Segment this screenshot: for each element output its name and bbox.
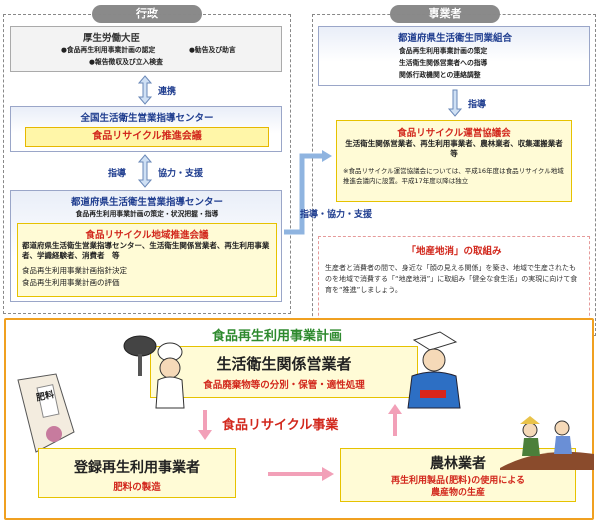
guidance-label: 指導 bbox=[108, 169, 127, 179]
regional-item2: 食品再生利用事業計画の評価 bbox=[22, 278, 120, 287]
council-note: ※食品リサイクル運営協議会については、平成16年度は食品リサイクル地域推進会議内… bbox=[343, 167, 564, 185]
plan-title: 食品再生利用事業計画 bbox=[212, 329, 343, 344]
registered-box: 登録再生利用事業者 肥料の製造 bbox=[38, 448, 236, 498]
connector-arrow bbox=[284, 150, 332, 235]
regional-members: 都道府県生活衛生営業指導センター、生活衛生関係営業者、再生利用事業者、学識経験者… bbox=[22, 241, 270, 260]
to-farmer-arrow bbox=[268, 467, 334, 481]
union-box: 都道府県生活衛生同業組合 食品再生利用事業計画の策定 生活衛生関係営業者への指導… bbox=[318, 26, 590, 86]
link-label: 連携 bbox=[158, 87, 177, 97]
admin-area bbox=[3, 14, 291, 314]
farmer-sub2: 農産物の生産 bbox=[430, 488, 485, 498]
mhlw-title: 厚生労働大臣 bbox=[83, 33, 141, 44]
union-guidance-label: 指導 bbox=[468, 100, 487, 110]
regional-item1: 食品再生利用事業計画指針決定 bbox=[22, 266, 127, 275]
council-title: 食品リサイクル運営協議会 bbox=[397, 128, 511, 139]
support-label: 指導・協力・支援 bbox=[300, 210, 373, 220]
coop-label: 協力・支援 bbox=[158, 169, 204, 179]
council-members: 生活衛生関係営業者、再生利用事業者、農林業者、収集運搬業者 等 bbox=[345, 139, 571, 158]
local-box: 「地産地消」の取組み 生産者と消費者の間で、身近な「顔の見える関係」を築き、地域… bbox=[318, 236, 590, 326]
operator-title: 生活衛生関係営業者 bbox=[216, 355, 352, 373]
farmer-box: 農林業者 再生利用製品(肥料)の使用による 農産物の生産 bbox=[340, 448, 576, 502]
fertilizer-bag-illustration bbox=[17, 373, 75, 453]
national-meeting: 食品リサイクル推進会議 bbox=[25, 127, 269, 147]
union-guidance-arrow bbox=[447, 89, 463, 117]
farmer-sub1: 再生利用製品(肥料)の使用による bbox=[391, 476, 525, 486]
union-line2: 生活衛生関係営業者への指導 bbox=[399, 59, 488, 67]
prefectural-subtitle: 食品再生利用事業計画の策定・状況把握・指導 bbox=[75, 210, 219, 218]
national-center-box: 全国生活衛生営業指導センター 食品リサイクル推進会議 bbox=[10, 106, 282, 152]
regional-meeting-box: 食品リサイクル地域推進会議 都道府県生活衛生営業指導センター、生活衛生関係営業者… bbox=[17, 223, 277, 297]
union-line1: 食品再生利用事業計画の策定 bbox=[399, 47, 488, 55]
local-text: 生産者と消費者の間で、身近な「顔の見える関係」を築き、地域で生産されたものを地域… bbox=[325, 264, 578, 294]
union-line3: 関係行政機関との連絡調整 bbox=[399, 71, 481, 79]
recycle-down-arrow bbox=[198, 410, 212, 440]
mhlw-line1b: ●勧告及び助言 bbox=[189, 46, 236, 54]
mhlw-line2: ●報告徴収及び立入検査 bbox=[89, 58, 163, 66]
mhlw-line1a: ●食品再生利用事業計画の認定 bbox=[61, 46, 156, 54]
recycle-label: 食品リサイクル事業 bbox=[222, 418, 339, 433]
sushi-chef-illustration bbox=[407, 331, 461, 409]
operator-box: 生活衛生関係営業者 食品廃棄物等の分別・保管・適性処理 bbox=[150, 346, 418, 398]
registered-sub: 肥料の製造 bbox=[113, 482, 161, 493]
national-center-title: 全国生活衛生営業指導センター bbox=[80, 113, 214, 124]
mhlw-box: 厚生労働大臣 ●食品再生利用事業計画の認定 ●勧告及び助言 ●報告徴収及び立入検… bbox=[10, 26, 282, 72]
link-arrow bbox=[137, 75, 153, 105]
prefectural-title: 都道府県生活衛生営業指導センター bbox=[70, 197, 223, 208]
recycle-up-arrow bbox=[388, 404, 402, 436]
guidance-arrow bbox=[137, 154, 153, 188]
prefectural-center-box: 都道府県生活衛生営業指導センター 食品再生利用事業計画の策定・状況把握・指導 食… bbox=[10, 190, 282, 302]
chef-with-pan-illustration bbox=[123, 335, 185, 409]
council-box: 食品リサイクル運営協議会 生活衛生関係営業者、再生利用事業者、農林業者、収集運搬… bbox=[336, 120, 572, 202]
regional-meeting-title: 食品リサイクル地域推進会議 bbox=[85, 230, 209, 241]
farmer-illustration bbox=[500, 416, 594, 470]
operator-sub: 食品廃棄物等の分別・保管・適性処理 bbox=[203, 380, 365, 391]
farmer-title: 農林業者 bbox=[430, 456, 486, 472]
local-title: 「地産地消」の取組み bbox=[406, 246, 502, 257]
union-title: 都道府県生活衛生同業組合 bbox=[397, 33, 512, 44]
registered-title: 登録再生利用事業者 bbox=[74, 460, 200, 476]
